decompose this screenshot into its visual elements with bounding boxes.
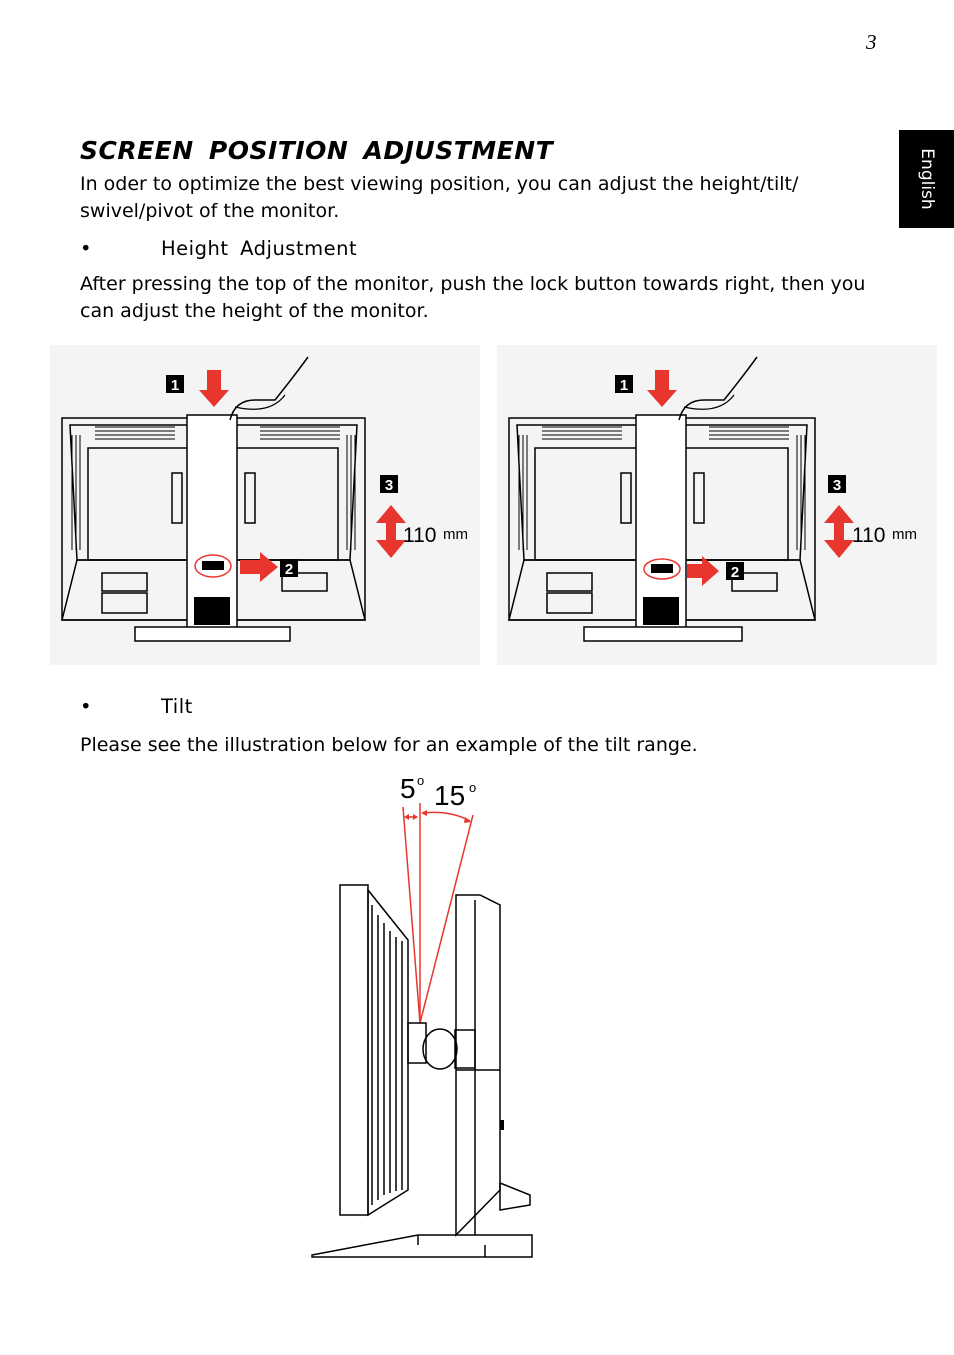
degree-symbol: o xyxy=(417,773,424,788)
tilt-angle-forward: 5 xyxy=(400,773,416,804)
intro-paragraph: In oder to optimize the best viewing pos… xyxy=(80,173,799,222)
step-2-label: 2 xyxy=(285,561,293,578)
step-3-label: 3 xyxy=(385,477,393,494)
tilt-angle-back: 15 xyxy=(434,780,465,811)
bullet-icon: • xyxy=(80,695,92,718)
height-adjustment-figure-left: 1 2 3 110 mm xyxy=(50,345,480,665)
tilt-text: Please see the illustration below for an… xyxy=(80,734,698,756)
height-distance-unit: mm xyxy=(892,526,917,543)
height-distance-value: 110 xyxy=(852,524,885,547)
tilt-label: Tilt xyxy=(161,695,193,718)
height-adjustment-text: After pressing the top of the monitor, p… xyxy=(80,273,866,322)
section-title: SCREEN POSITION ADJUSTMENT xyxy=(80,136,554,165)
height-distance-value: 110 xyxy=(403,524,436,547)
height-distance-unit: mm xyxy=(443,526,468,543)
height-adjustment-figure-right: 1 2 3 110 mm xyxy=(497,345,937,665)
language-tab-label: English xyxy=(916,148,937,210)
height-adjustment-label: Height Adjustment xyxy=(161,237,358,260)
step-1-label: 1 xyxy=(620,377,628,394)
step-1-label: 1 xyxy=(171,377,179,394)
step-3-label: 3 xyxy=(833,477,841,494)
page-number: 3 xyxy=(866,30,877,54)
language-tab: English xyxy=(899,130,954,228)
degree-symbol: o xyxy=(469,780,476,795)
bullet-icon: • xyxy=(80,237,92,260)
step-2-label: 2 xyxy=(731,564,739,581)
tilt-figure: 5 o 15 o xyxy=(311,773,533,1258)
